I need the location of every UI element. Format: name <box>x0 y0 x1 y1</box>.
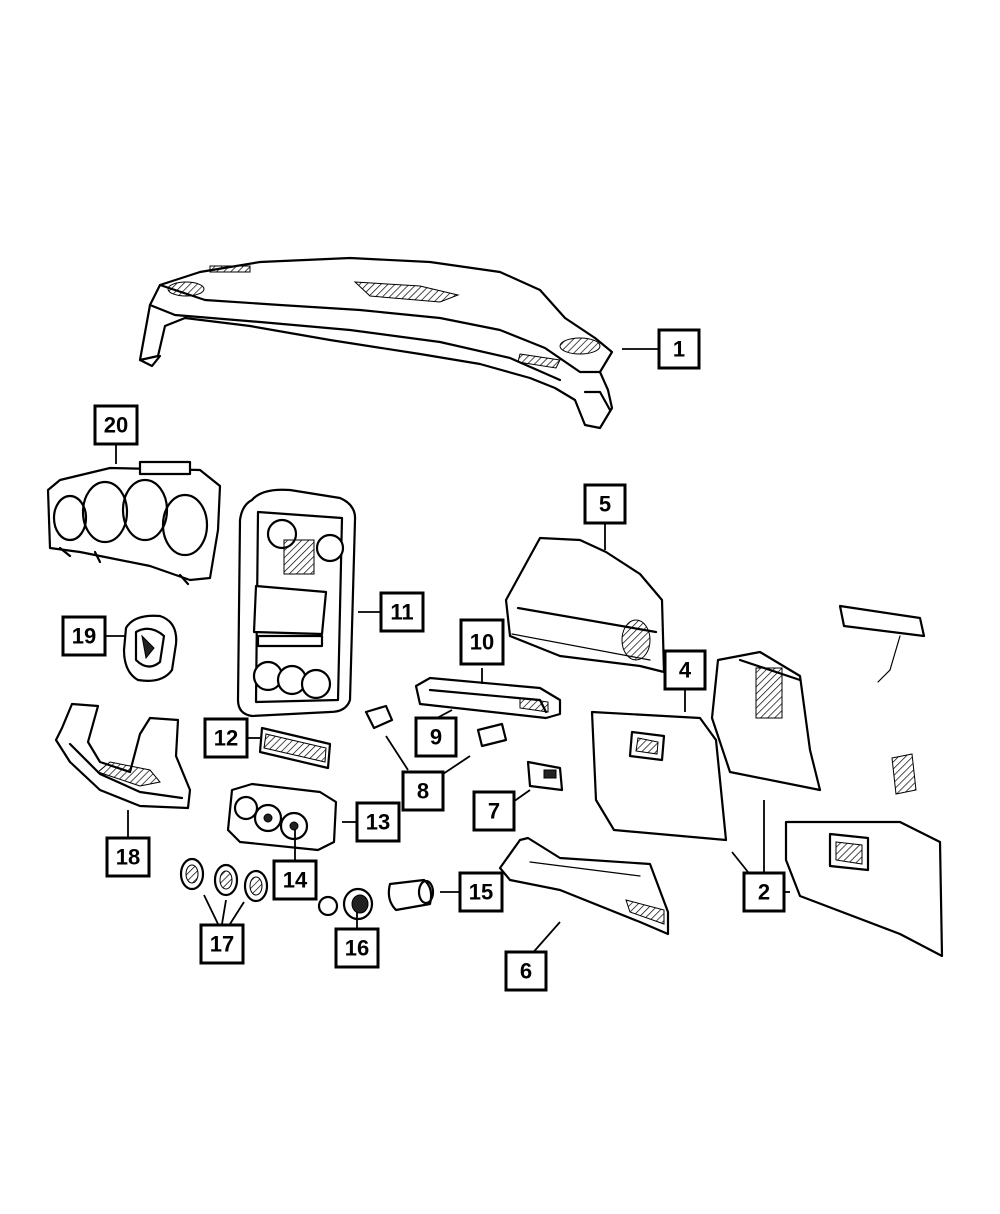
svg-text:14: 14 <box>283 868 308 893</box>
callout-16: 16 <box>334 927 380 969</box>
callout-9: 9 <box>414 716 458 758</box>
part-5-passenger-panel <box>504 536 666 674</box>
svg-text:6: 6 <box>520 959 532 984</box>
part-11-center-bezel <box>236 488 357 718</box>
svg-text:16: 16 <box>345 936 369 961</box>
svg-text:7: 7 <box>488 799 500 824</box>
part-16-power-outlet <box>317 887 374 921</box>
part-18-column-cover <box>54 702 192 810</box>
part-17-knobs <box>179 857 269 903</box>
callout-5: 5 <box>583 483 627 525</box>
part-12-switch-bank <box>258 726 332 770</box>
callout-19: 19 <box>61 615 107 657</box>
svg-text:2: 2 <box>758 880 770 905</box>
latch-parts <box>838 604 926 795</box>
callout-4: 4 <box>663 649 707 691</box>
svg-text:4: 4 <box>679 658 692 683</box>
svg-text:17: 17 <box>210 932 234 957</box>
callout-13: 13 <box>355 801 401 843</box>
part-10-storage-bin <box>414 676 562 720</box>
svg-text:15: 15 <box>469 880 493 905</box>
callout-6: 6 <box>504 950 548 992</box>
callout-7: 7 <box>472 790 516 832</box>
part-4-glovebox-door <box>590 710 728 842</box>
part-13-climate-control <box>226 782 338 852</box>
svg-text:19: 19 <box>72 624 96 649</box>
svg-text:18: 18 <box>116 845 140 870</box>
svg-text:1: 1 <box>673 337 685 362</box>
callout-1: 1 <box>657 328 701 370</box>
part-7-switch <box>526 760 564 792</box>
part-2-glovebox-bin <box>710 650 944 958</box>
callout-10: 10 <box>459 618 505 666</box>
svg-text:13: 13 <box>366 810 390 835</box>
part-6-lower-trim <box>498 836 670 936</box>
callout-18: 18 <box>105 836 151 878</box>
svg-text:20: 20 <box>104 413 128 438</box>
callout-20: 20 <box>93 404 139 446</box>
part-1-instrument-panel-cover <box>138 256 614 430</box>
callout-12: 12 <box>203 717 249 759</box>
part-19-round-bezel <box>122 614 178 682</box>
leader-lines <box>103 348 790 957</box>
callout-14: 14 <box>272 859 318 901</box>
svg-text:11: 11 <box>390 600 413 625</box>
svg-text:8: 8 <box>417 779 429 804</box>
svg-text:9: 9 <box>430 725 442 750</box>
svg-text:5: 5 <box>599 492 611 517</box>
callout-15: 15 <box>458 871 504 913</box>
callout-2: 2 <box>742 871 786 913</box>
part-15-lighter <box>387 878 435 912</box>
part-8-clips <box>364 704 508 748</box>
callout-11: 11 <box>379 591 425 633</box>
callout-17: 17 <box>199 923 245 965</box>
part-20-instrument-cluster <box>46 460 222 586</box>
callout-8: 8 <box>401 770 445 812</box>
svg-text:12: 12 <box>214 726 238 751</box>
svg-text:10: 10 <box>470 630 494 655</box>
